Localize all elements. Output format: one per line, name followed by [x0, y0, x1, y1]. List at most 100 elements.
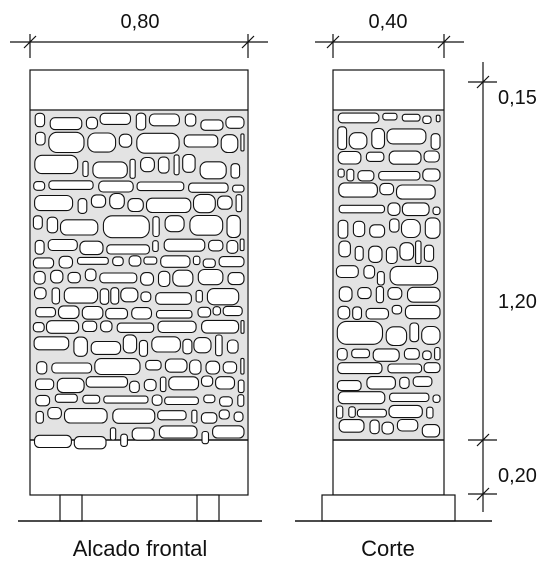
masonry-stone [116, 322, 155, 333]
masonry-stone [129, 158, 136, 179]
masonry-stone [157, 156, 170, 174]
masonry-stone [376, 271, 385, 286]
masonry-stone [34, 194, 74, 212]
masonry-stone [426, 406, 434, 419]
masonry-stone [184, 113, 197, 127]
masonry-stone [222, 361, 238, 374]
masonry-stone [32, 215, 43, 230]
masonry-stone [145, 197, 192, 214]
masonry-stone [409, 322, 420, 343]
masonry-stone [336, 347, 348, 361]
masonry-stone [79, 240, 104, 256]
masonry-stone [192, 193, 216, 214]
masonry-stone [434, 346, 441, 361]
masonry-stone [67, 271, 81, 284]
masonry-stone [103, 395, 149, 404]
masonry-stone [227, 272, 245, 286]
masonry-stone [225, 116, 245, 129]
masonry-stone [87, 132, 117, 153]
masonry-stone [73, 336, 88, 357]
masonry-stone [212, 306, 222, 316]
masonry-stone [76, 256, 109, 265]
masonry-stone [112, 256, 124, 267]
masonry-stone [33, 181, 46, 191]
masonry-stone [403, 348, 420, 360]
masonry-stone [33, 287, 47, 300]
masonry-stone [128, 255, 142, 267]
masonry-stone [396, 418, 419, 432]
masonry-stone [226, 214, 241, 239]
masonry-stone [81, 305, 104, 320]
masonry-stone [365, 307, 390, 320]
masonry-stone [337, 112, 380, 124]
masonry-stone [215, 376, 236, 390]
masonry-stone [401, 113, 421, 122]
masonry-stone [237, 379, 245, 394]
masonry-stone [375, 285, 385, 304]
masonry-stone [205, 360, 221, 375]
masonry-stone [338, 204, 386, 214]
masonry-stone [338, 286, 353, 302]
front-elevation [18, 69, 262, 522]
masonry-stone [202, 258, 216, 268]
masonry-stone [77, 198, 88, 214]
masonry-stone [208, 239, 224, 252]
masonry-stone [157, 320, 197, 334]
masonry-stone [222, 305, 243, 317]
masonry-stone [112, 408, 156, 424]
masonry-stone [152, 216, 160, 238]
masonry-stone [389, 265, 439, 286]
masonry-stone [131, 427, 155, 441]
masonry-stone [357, 287, 372, 300]
masonry-stone [240, 133, 245, 152]
masonry-stone [352, 306, 363, 320]
masonry-stone [351, 348, 371, 359]
masonry-stone [435, 114, 441, 123]
masonry-stone [379, 182, 395, 196]
masonry-stone [346, 168, 355, 182]
masonry-stone [32, 257, 55, 269]
masonry-stone [140, 272, 155, 286]
masonry-stone [354, 245, 364, 261]
masonry-stone [160, 255, 191, 268]
masonry-stone [368, 245, 383, 263]
masonry-stone [218, 256, 245, 268]
masonry-stone [109, 427, 117, 441]
masonry-stone [73, 436, 107, 450]
masonry-stone [51, 287, 61, 305]
masonry-stone [152, 240, 159, 253]
masonry-stone [32, 322, 45, 333]
masonry-stone [365, 151, 385, 162]
masonry-stone [158, 425, 198, 439]
masonry-stone [110, 287, 120, 305]
masonry-stone [151, 336, 181, 353]
masonry-stone [58, 255, 74, 269]
masonry-stone [164, 396, 199, 406]
masonry-stone [337, 168, 345, 178]
masonry-stone [99, 272, 138, 284]
masonry-stone [378, 170, 421, 181]
masonry-stone [356, 408, 387, 418]
masonry-stone [159, 376, 167, 393]
masonry-stone [131, 307, 153, 320]
masonry-stone [212, 425, 245, 439]
masonry-stone [99, 288, 110, 305]
masonry-stone [85, 376, 129, 388]
masonry-stone [399, 376, 410, 389]
masonry-stone [54, 393, 78, 403]
masonry-stone [422, 168, 441, 182]
masonry-stone [201, 319, 240, 334]
masonry-stone [232, 184, 245, 193]
masonry-stone [391, 304, 403, 315]
masonry-stone [136, 132, 180, 154]
masonry-stone [357, 170, 375, 182]
masonry-stone [191, 409, 198, 424]
masonry-stone [424, 217, 441, 239]
masonry-stone [337, 391, 386, 405]
masonry-stone [203, 394, 216, 404]
masonry-stone [157, 410, 187, 421]
masonry-stone [85, 116, 99, 130]
masonry-stone [430, 133, 441, 150]
masonry-stone [421, 325, 441, 345]
masonry-stone [33, 270, 46, 285]
